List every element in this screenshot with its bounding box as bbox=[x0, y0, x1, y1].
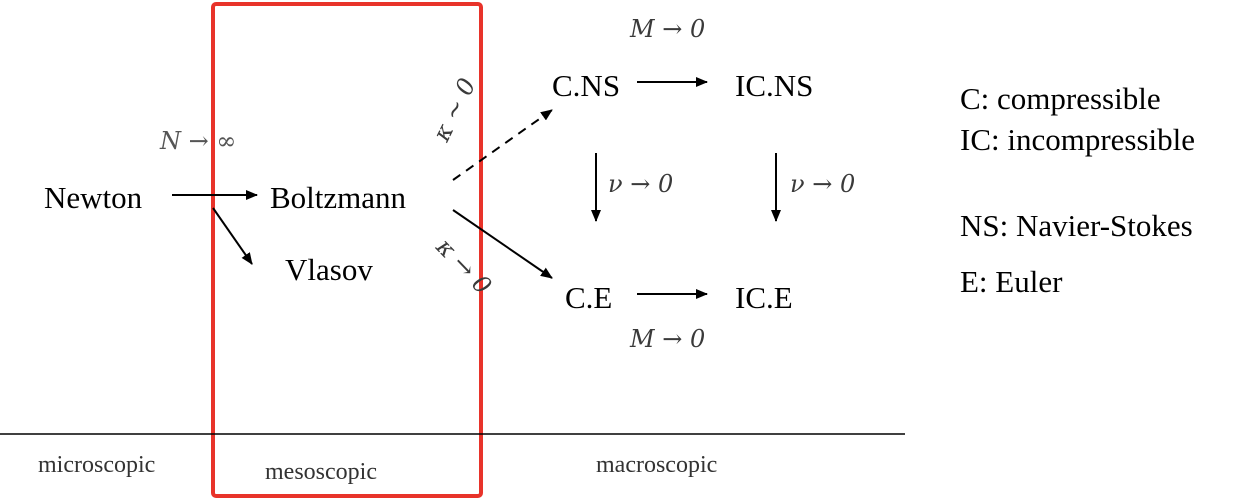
node-vlasov: Vlasov bbox=[285, 252, 373, 287]
scale-microscopic: microscopic bbox=[38, 452, 155, 478]
label-m-to-0-bottom: M → 0 bbox=[629, 325, 705, 353]
arrow-newton-vlasov bbox=[212, 207, 253, 265]
arrow-boltzmann-ce bbox=[452, 209, 553, 279]
scale-macroscopic: macroscopic bbox=[596, 452, 717, 478]
label-nu-to-0-right: ν → 0 bbox=[790, 170, 855, 198]
node-boltzmann: Boltzmann bbox=[270, 180, 407, 215]
node-ice: IC.E bbox=[735, 280, 793, 315]
label-n-to-infinity: N → ∞ bbox=[159, 127, 236, 155]
label-kappa-to-0: κ → 0 bbox=[430, 232, 497, 300]
label-m-to-0-top: M → 0 bbox=[629, 15, 705, 43]
legend-compressible: C: compressible bbox=[960, 81, 1161, 116]
node-ce: C.E bbox=[565, 280, 612, 315]
legend-navier-stokes: NS: Navier-Stokes bbox=[960, 208, 1193, 243]
legend-euler: E: Euler bbox=[960, 264, 1063, 299]
label-kappa-sim-0: κ ∼ 0 bbox=[427, 74, 482, 147]
label-nu-to-0-left: ν → 0 bbox=[608, 170, 673, 198]
node-newton: Newton bbox=[44, 180, 143, 215]
arrow-boltzmann-cns-dashed bbox=[452, 109, 553, 181]
mesoscopic-highlight-box bbox=[211, 2, 483, 498]
node-cns: C.NS bbox=[552, 68, 620, 103]
scale-mesoscopic: mesoscopic bbox=[265, 459, 377, 485]
node-icns: IC.NS bbox=[735, 68, 813, 103]
legend-incompressible: IC: incompressible bbox=[960, 122, 1195, 157]
